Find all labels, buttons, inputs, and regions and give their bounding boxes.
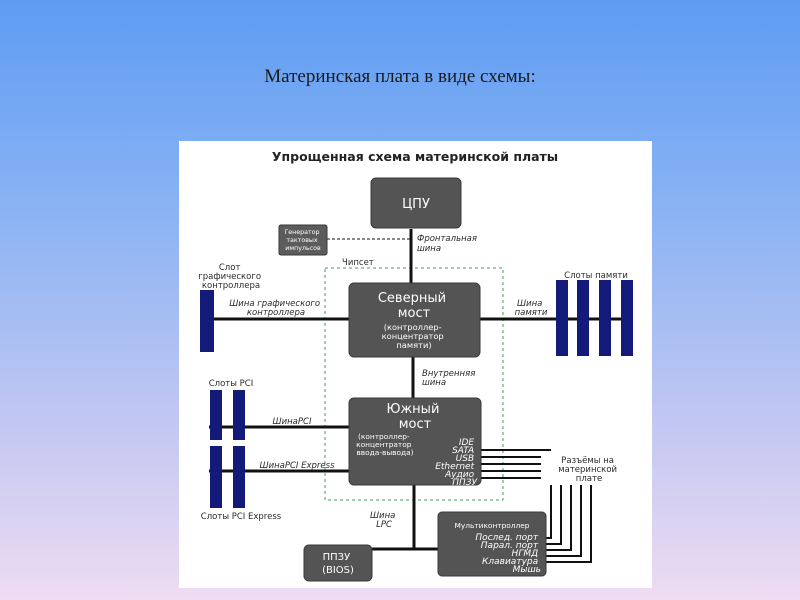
slide-title: Материнская плата в виде схемы: (264, 66, 536, 87)
pcie-slots-label: Слоты PCI Express (201, 512, 282, 522)
multi-controller-title: Мультиконтроллер (455, 521, 530, 530)
south-bridge-box (348, 397, 482, 486)
south-bridge-title: Южный мост (386, 402, 443, 432)
graphics-slot-label: Слот графического контроллера (198, 263, 264, 291)
pci-bus-label: ШинаPCI (273, 417, 312, 427)
motherboard-diagram: Упрощенная схема материнской платы Чипсе… (179, 141, 652, 588)
multi-controller-ports: Послед. порт Парал. порт НГМД Клавиатура… (475, 533, 541, 575)
cpu-label: ЦПУ (402, 197, 430, 212)
rom-bios-box (303, 544, 373, 582)
multi-port-lines (541, 485, 592, 563)
south-bridge-subtitle: (контроллер- концентратор ввода-вывода) (356, 432, 414, 457)
north-bridge-subtitle: (контроллер- концентратор памяти) (382, 322, 447, 350)
clock-generator-box (278, 224, 328, 256)
memory-slots (556, 280, 633, 356)
rom-bios-label: ППЗУ (BIOS) (322, 552, 354, 576)
graphics-slot (200, 290, 214, 352)
memory-bus-label: Шина памяти (515, 299, 548, 318)
onboard-connectors-label: Разъёмы на материнской плате (558, 456, 620, 484)
pci-slots-label: Слоты PCI (209, 379, 254, 389)
north-bridge-title: Северный мост (378, 291, 450, 321)
pci-slots (210, 390, 245, 440)
lpc-bus-label: Шина LPC (370, 511, 398, 530)
north-bridge-box (348, 282, 481, 358)
pcie-bus-label: ШинаPCI Express (259, 461, 335, 471)
diagram-title: Упрощенная схема материнской платы (272, 149, 558, 164)
clock-generator-label: Генератор тактовых импульсов (284, 229, 321, 252)
graphics-bus-label: Шина графического контроллера (229, 299, 323, 318)
internal-bus-label: Внутренняя шина (422, 369, 478, 388)
chipset-label: Чипсет (342, 258, 374, 268)
south-bridge-ports: IDE SATA USB Ethernet Аудио ППЗУ (435, 438, 477, 488)
pcie-slots (210, 446, 245, 508)
memory-slots-label: Слоты памяти (564, 271, 628, 281)
onboard-connectors-bg (541, 451, 627, 485)
multi-controller-box (437, 511, 547, 577)
cpu-box (370, 177, 462, 229)
front-bus-label: Фронтальная шина (417, 234, 480, 254)
